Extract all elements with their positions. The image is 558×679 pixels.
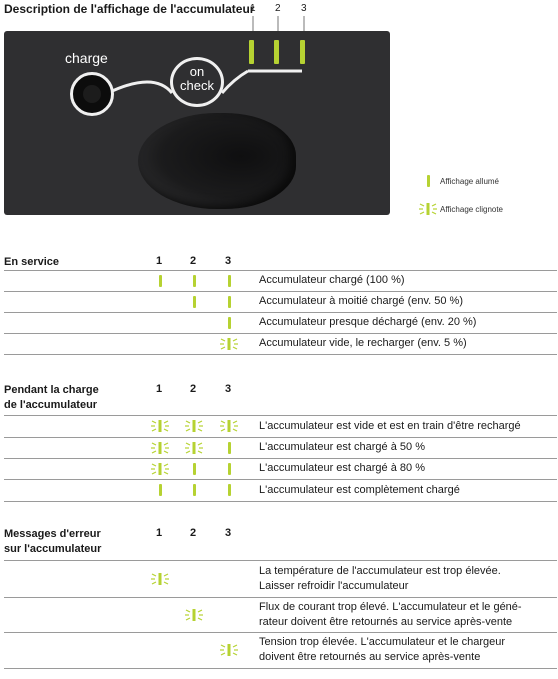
errors-row-divider <box>4 597 557 598</box>
service-row-3-led-3-blink-icon <box>220 337 238 350</box>
charging-row-2-text-line1: L'accumulateur est chargé à 80 % <box>259 462 425 474</box>
service-row-2-text-line1: Accumulateur presque déchargé (env. 20 %… <box>259 316 477 328</box>
service-row-0-led-2-lit-icon <box>192 274 196 287</box>
legend-lit-label: Affichage allumé <box>440 177 499 186</box>
section-charging-title: Pendant la charge de l'accumulateur <box>4 383 99 413</box>
charging-row-0-led-1-blink-icon <box>151 420 169 432</box>
page-title: Description de l'affichage de l'accumula… <box>4 2 255 16</box>
service-row-1-led-3-lit-icon <box>227 295 231 308</box>
check-label: check <box>180 78 214 93</box>
service-row-0-text-line1: Accumulateur chargé (100 %) <box>259 274 405 286</box>
errors-row-0-text-line2: Laisser refroidir l'accumulateur <box>259 579 409 592</box>
charging-row-2-led-1-blink-icon <box>151 462 169 475</box>
service-row-0-led-3-lit-icon <box>227 274 231 287</box>
charging-row-0-led-2-blink-icon <box>185 420 203 432</box>
errors-row-2-text-line2: doivent être retournés au service après-… <box>259 651 481 663</box>
on-check-button: on check <box>170 57 224 107</box>
legend-blink-label: Affichage clignote <box>440 205 504 214</box>
errors-row-2-text-line1: Tension trop élevée. L'accumulateur et l… <box>259 636 506 648</box>
service-row-3-text-line1: Accumulateur vide, le recharger (env. 5 … <box>259 337 467 349</box>
charging-row-0-text: L'accumulateur est vide et est en train … <box>259 419 555 434</box>
charging-row-2-led-3-lit-icon <box>227 462 231 475</box>
led-number-3: 3 <box>301 3 307 14</box>
charging-row-1-text: L'accumulateur est chargé à 50 % <box>259 440 555 455</box>
service-col-1: 1 <box>156 255 163 267</box>
service-row-3-text: Accumulateur vide, le recharger (env. 5 … <box>259 336 555 351</box>
section-errors-title-line2: sur l'accumulateur <box>4 543 102 555</box>
led-number-2: 2 <box>275 3 281 14</box>
charging-row-divider <box>4 458 557 459</box>
errors-row-0-text-line1: La température de l'accumulateur est tro… <box>259 564 501 577</box>
charging-row-3-led-2-lit-icon <box>192 484 196 496</box>
charging-row-3-text-line1: L'accumulateur est complètement chargé <box>259 483 460 496</box>
charging-col-2: 2 <box>190 383 197 395</box>
battery-grip <box>138 113 296 209</box>
errors-row-divider <box>4 668 557 669</box>
charging-row-3-led-3-lit-icon <box>227 484 231 496</box>
service-row-divider <box>4 270 557 271</box>
charging-row-0-led-3-blink-icon <box>220 420 238 432</box>
charging-row-1-text-line1: L'accumulateur est chargé à 50 % <box>259 441 425 453</box>
service-row-divider <box>4 291 557 292</box>
legend-led-blink-icon <box>419 203 437 215</box>
errors-row-1-text-line1: Flux de courant trop élevé. L'accumulate… <box>259 600 522 613</box>
section-errors-title-line1: Messages d'erreur <box>4 528 101 540</box>
charging-row-1-led-1-blink-icon <box>151 441 169 454</box>
errors-row-divider <box>4 632 557 633</box>
service-col-3: 3 <box>225 255 232 267</box>
service-row-divider <box>4 354 557 355</box>
charging-row-3-text: L'accumulateur est complètement chargé <box>259 483 555 498</box>
charging-row-1-led-2-blink-icon <box>185 441 203 454</box>
service-row-divider <box>4 312 557 313</box>
service-row-1-text: Accumulateur à moitié chargé (env. 50 %) <box>259 294 555 309</box>
charging-col-1: 1 <box>156 383 163 395</box>
charging-col-3: 3 <box>225 383 232 395</box>
battery-illustration: charge on check <box>4 31 390 215</box>
errors-row-1-text: Flux de courant trop élevé. L'accumulate… <box>259 600 555 630</box>
section-errors-title: Messages d'erreur sur l'accumulateur <box>4 527 101 557</box>
errors-row-0-text: La température de l'accumulateur est tro… <box>259 564 555 594</box>
charge-button <box>70 72 114 116</box>
service-row-1-text-line1: Accumulateur à moitié chargé (env. 50 %) <box>259 295 463 307</box>
errors-col-1: 1 <box>156 527 163 539</box>
service-row-2-text: Accumulateur presque déchargé (env. 20 %… <box>259 315 555 330</box>
battery-trace-lines <box>107 40 305 95</box>
charging-row-3-led-1-lit-icon <box>158 484 162 496</box>
section-charging-title-line1: Pendant la charge <box>4 384 99 396</box>
led-number-1: 1 <box>250 3 256 14</box>
charging-row-divider <box>4 501 557 502</box>
service-row-0-led-1-lit-icon <box>158 274 162 287</box>
errors-row-0-led-1-blink-icon <box>151 572 169 585</box>
service-row-0-text: Accumulateur chargé (100 %) <box>259 273 555 288</box>
charging-row-divider <box>4 479 557 480</box>
on-label: on <box>189 64 205 79</box>
charging-row-0-text-line1: L'accumulateur est vide et est en train … <box>259 419 521 432</box>
errors-row-divider <box>4 560 557 561</box>
charging-row-1-led-3-lit-icon <box>227 441 231 454</box>
errors-col-2: 2 <box>190 527 197 539</box>
charging-row-2-text: L'accumulateur est chargé à 80 % <box>259 461 555 476</box>
service-row-divider <box>4 333 557 334</box>
charging-row-2-led-2-lit-icon <box>192 462 196 475</box>
charge-label: charge <box>65 50 108 66</box>
service-row-1-led-2-lit-icon <box>192 295 196 308</box>
charging-row-divider <box>4 415 557 416</box>
charging-row-divider <box>4 437 557 438</box>
section-charging-title-line2: de l'accumulateur <box>4 399 98 411</box>
errors-row-1-led-2-blink-icon <box>185 608 203 621</box>
service-row-2-led-3-lit-icon <box>227 316 231 329</box>
legend-led-lit-icon <box>427 175 430 187</box>
errors-row-1-text-line2: rateur doivent être retournés au service… <box>259 615 513 628</box>
errors-row-2-text: Tension trop élevée. L'accumulateur et l… <box>259 635 555 665</box>
errors-col-3: 3 <box>225 527 232 539</box>
section-service-title: En service <box>4 256 60 268</box>
errors-row-2-led-3-blink-icon <box>220 644 238 656</box>
service-col-2: 2 <box>190 255 197 267</box>
